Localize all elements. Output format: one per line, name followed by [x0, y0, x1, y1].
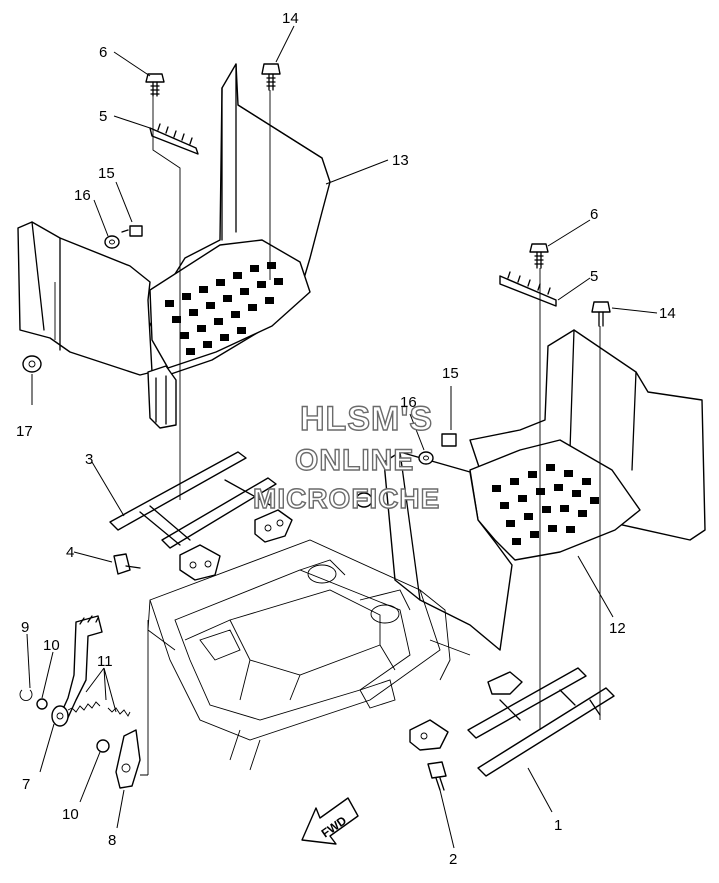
callout-13: 13 — [392, 152, 409, 169]
callout-14-left: 14 — [282, 10, 299, 27]
bolt-6-left — [145, 73, 165, 97]
alignment-lines — [54, 90, 601, 776]
callout-5-right: 5 — [590, 268, 598, 285]
callout-14-right: 14 — [659, 305, 676, 322]
callout-1: 1 — [554, 817, 562, 834]
nut-plate-5-left — [149, 123, 199, 155]
screw-15-left — [121, 225, 143, 237]
callout-16-left: 16 — [74, 187, 91, 204]
left-floorboard-bracket — [109, 451, 293, 581]
watermark-line-2: ONLINE — [295, 444, 414, 477]
left-floorboard — [17, 63, 331, 429]
right-floorboard-bracket — [409, 667, 615, 777]
nut-plate-5-right — [499, 271, 557, 307]
leader-lines — [26, 25, 658, 849]
callout-8: 8 — [108, 832, 116, 849]
washer-16-right — [418, 451, 434, 465]
nut-17-right — [355, 492, 373, 508]
callout-7: 7 — [22, 776, 30, 793]
callout-10-top: 10 — [43, 637, 60, 654]
callout-12: 12 — [609, 620, 626, 637]
callout-15-left: 15 — [98, 165, 115, 182]
callout-3: 3 — [85, 451, 93, 468]
nut-17 — [22, 355, 42, 373]
screw-15-right — [441, 433, 457, 447]
callout-16-right: 16 — [400, 394, 417, 411]
callout-2: 2 — [449, 851, 457, 868]
watermark-line-1: HLSM'S — [300, 400, 433, 438]
vehicle-frame — [147, 539, 471, 771]
fwd-arrow-icon: FWD — [301, 797, 359, 845]
callout-5-left: 5 — [99, 108, 107, 125]
watermark: HLSM'S ONLINE MICROFICHE — [252, 399, 440, 514]
right-floorboard — [383, 329, 706, 651]
watermark-line-3: MICROFICHE — [253, 483, 440, 514]
bolt-14-left — [261, 63, 281, 91]
callout-6-left: 6 — [99, 44, 107, 61]
bolt-14-right — [591, 301, 611, 327]
bolt-6-right — [529, 243, 549, 269]
callout-11: 11 — [97, 653, 113, 670]
callout-15-right: 15 — [442, 365, 459, 382]
right-floor-tread — [492, 464, 599, 545]
bolt-2 — [427, 761, 447, 791]
brake-pedal-assembly — [19, 615, 141, 789]
callout-6-right: 6 — [590, 206, 598, 223]
callout-17: 17 — [16, 423, 33, 440]
callout-9: 9 — [21, 619, 29, 636]
washer-16-left — [104, 235, 120, 249]
callout-numbers: 6 5 14 13 15 16 17 6 5 14 15 16 3 4 12 9… — [16, 10, 676, 868]
callout-10-bottom: 10 — [62, 806, 79, 823]
left-floor-tread — [165, 262, 283, 355]
bolt-4 — [113, 553, 141, 575]
callout-4: 4 — [66, 544, 74, 561]
